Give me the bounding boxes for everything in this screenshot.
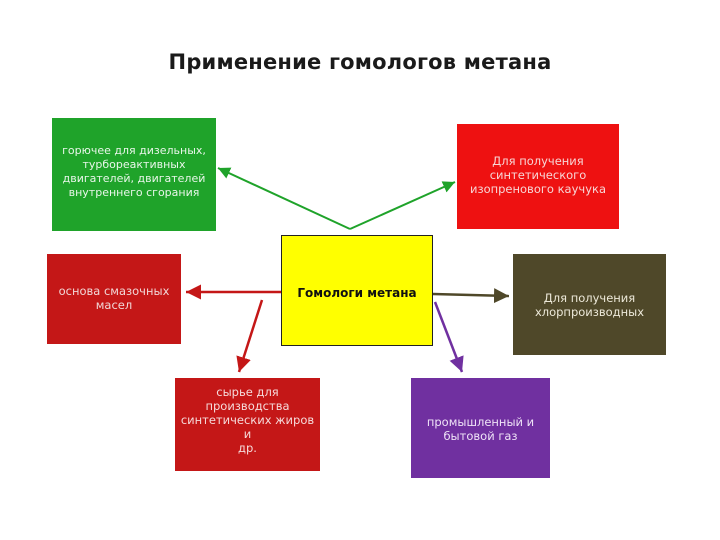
box-rubber: Для получения синтетического изопреновог… — [457, 124, 619, 229]
box-fuel: горючее для дизельных, турбореактивных д… — [52, 118, 216, 231]
box-gas-label: промышленный и бытовой газ — [426, 415, 535, 443]
box-chlorine-label: Для получения хлорпроизводных — [534, 291, 645, 319]
arrow-to-gas — [433, 301, 464, 373]
box-fuel-label: горючее для дизельных, турбореактивных д… — [62, 144, 206, 199]
box-chlorine: Для получения хлорпроизводных — [513, 254, 666, 355]
arrow-to-chlorine — [432, 288, 510, 304]
box-center-label: Гомологи метана — [297, 286, 417, 300]
box-center: Гомологи метана — [281, 235, 433, 346]
box-oils-label: основа смазочных масел — [58, 284, 170, 312]
box-fats: сырье для производства синтетических жир… — [175, 378, 320, 471]
box-fats-label: сырье для производства синтетических жир… — [180, 385, 315, 455]
box-gas: промышленный и бытовой газ — [411, 378, 550, 478]
box-rubber-label: Для получения синтетического изопреновог… — [469, 154, 606, 196]
box-oils: основа смазочных масел — [47, 254, 181, 344]
arrow-to-fats — [236, 299, 264, 373]
page-title: Применение гомологов метана — [168, 50, 552, 74]
arrow-to-rubber — [349, 181, 456, 230]
arrow-to-fuel — [217, 167, 351, 230]
